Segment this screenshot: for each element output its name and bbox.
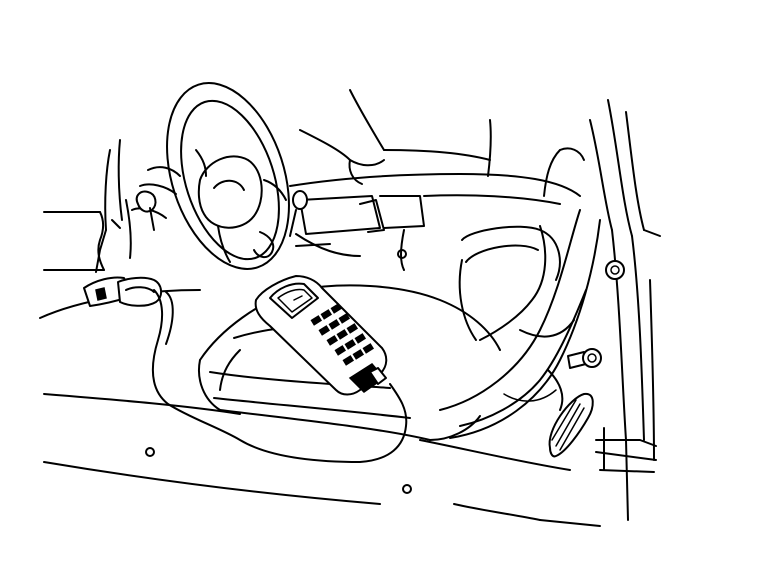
driver-seat (198, 209, 601, 441)
dashboard (289, 89, 585, 271)
scan-tool-cable (151, 289, 408, 463)
door-lock-knob (605, 260, 625, 280)
scan-tool-screen (277, 288, 313, 313)
seat-adjust-switch (548, 392, 594, 458)
door-frame (589, 99, 661, 521)
data-link-connector (83, 276, 162, 307)
scan-tool-keypad (310, 303, 375, 366)
kick-panel (39, 139, 201, 319)
floor-sill (43, 249, 601, 527)
seat-belt-anchor (567, 348, 602, 369)
shift-lever (289, 190, 308, 237)
steering-wheel (131, 82, 290, 270)
scan-tool (254, 275, 388, 396)
